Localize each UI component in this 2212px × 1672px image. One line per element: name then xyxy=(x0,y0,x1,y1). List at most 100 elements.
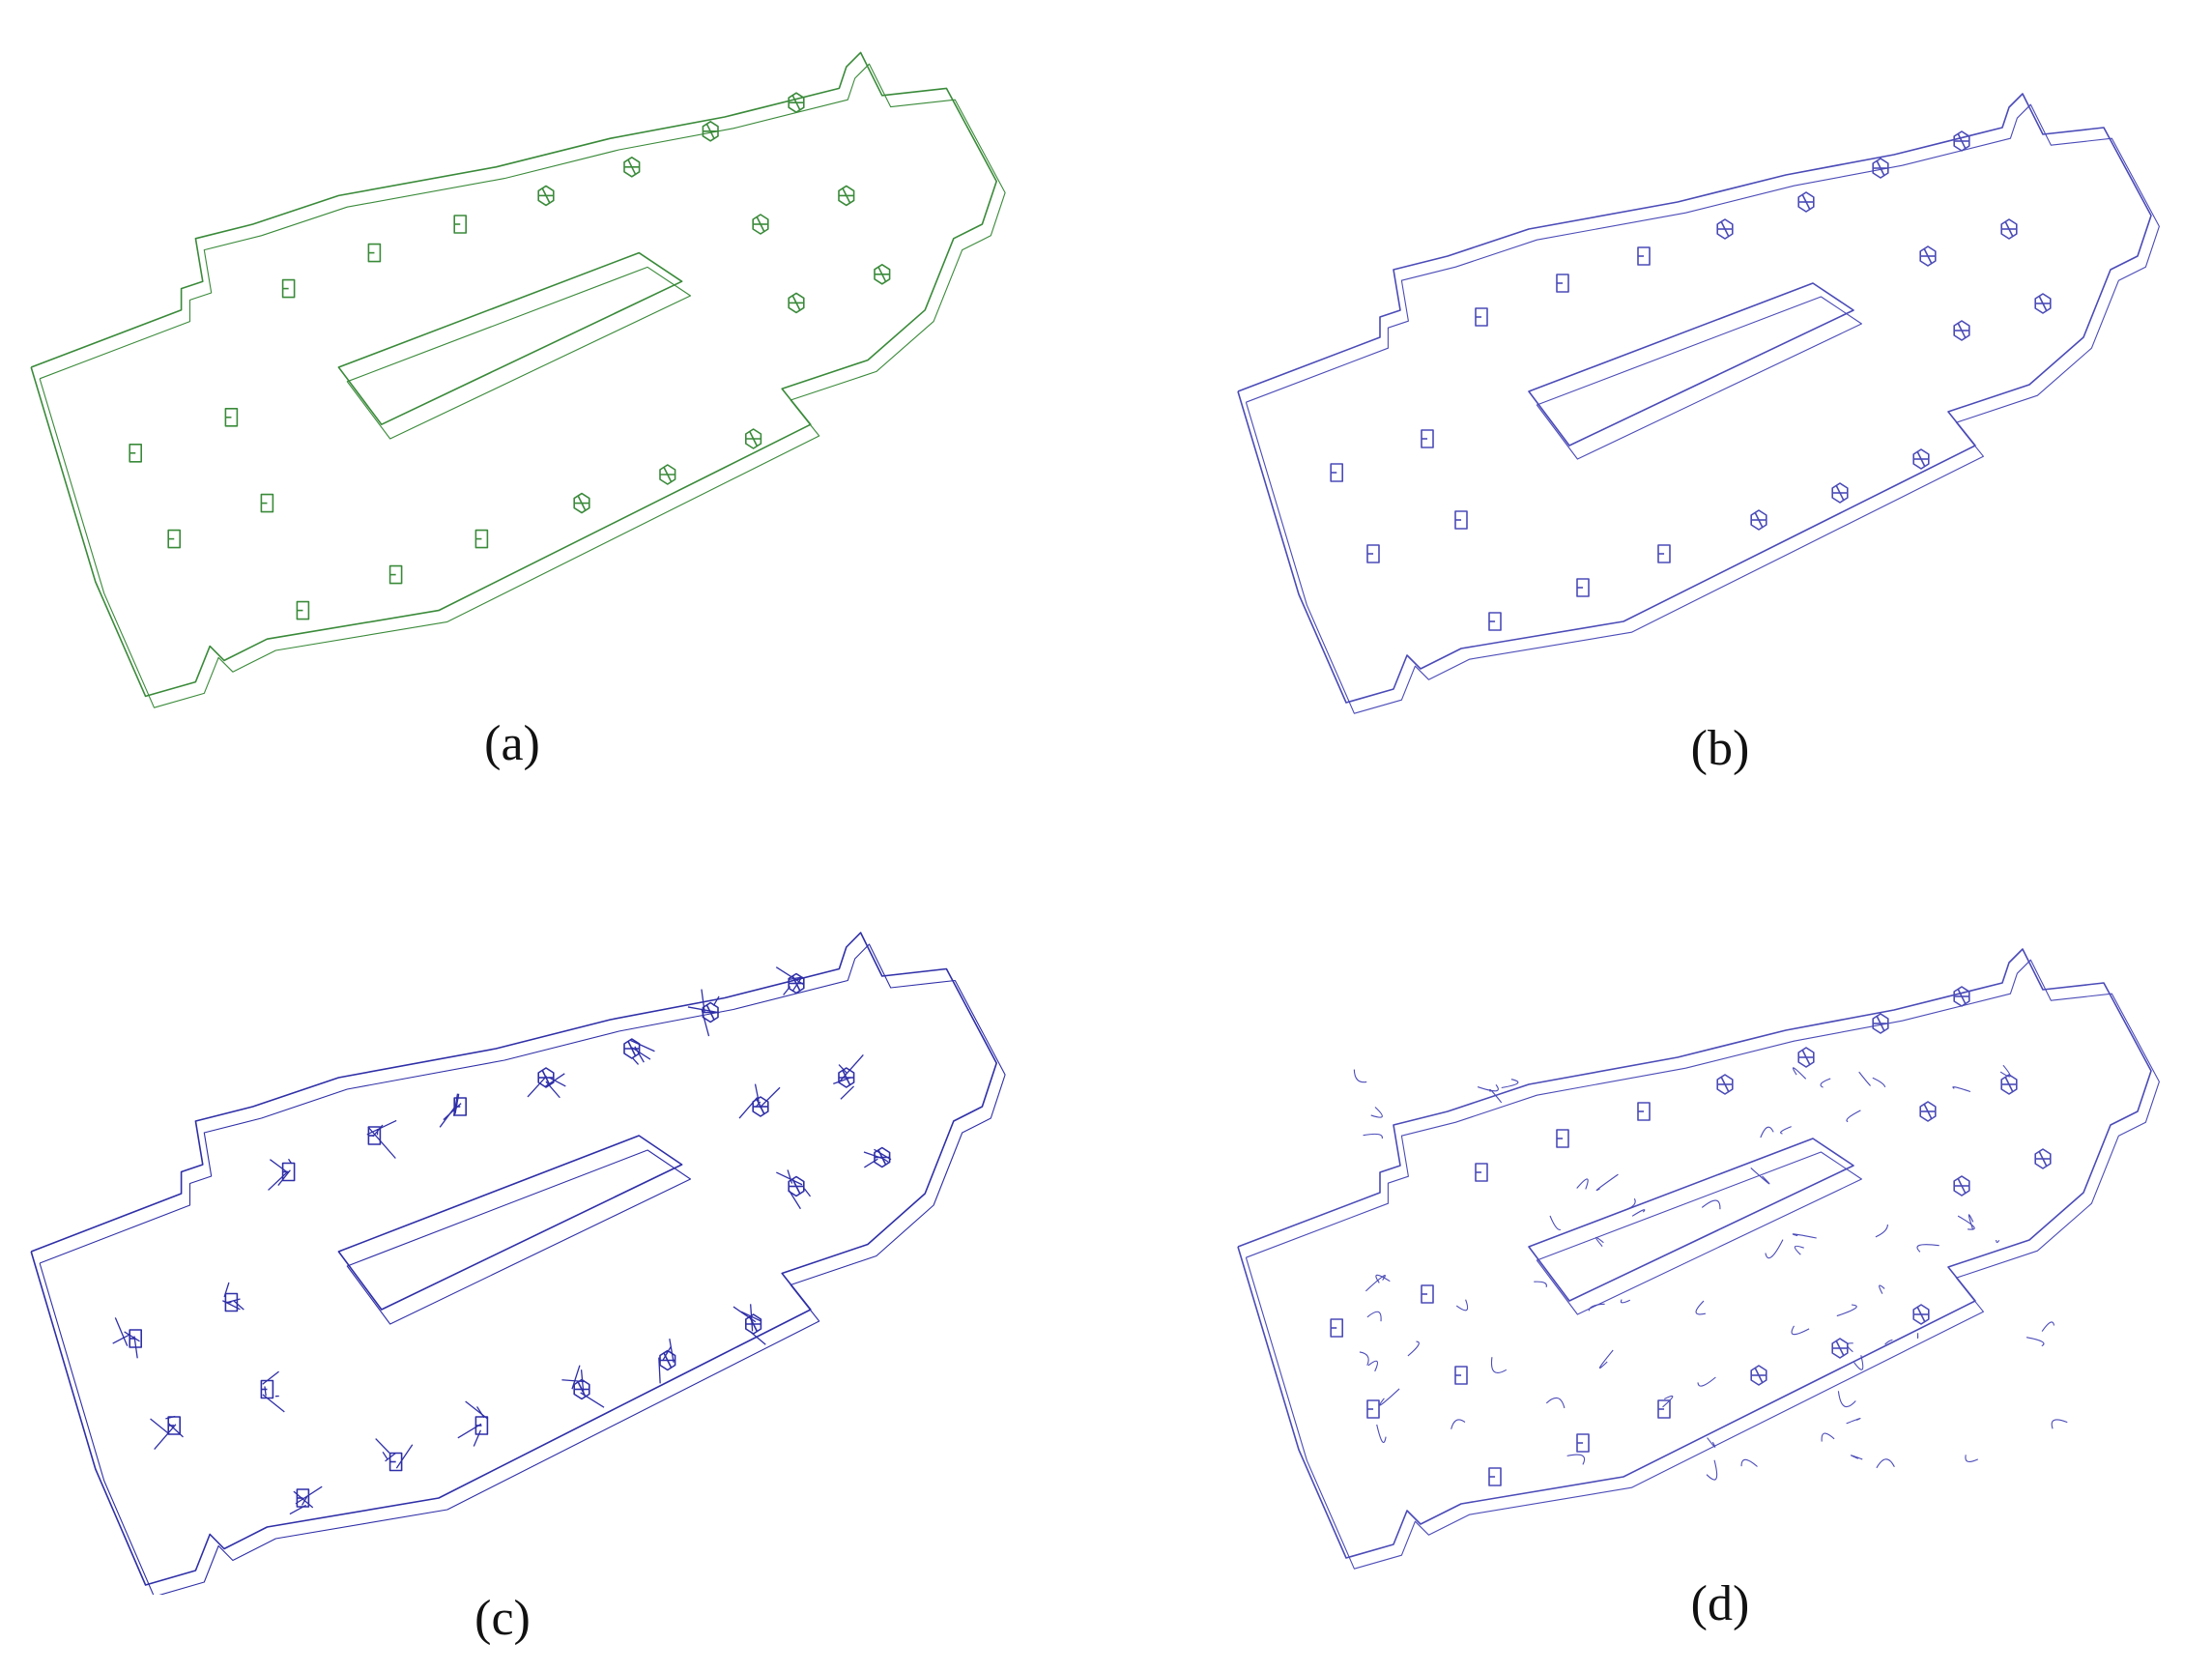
column-edge xyxy=(1801,193,1811,211)
floorplan-c-drawing xyxy=(30,932,1006,1595)
trajectory-curve xyxy=(1367,1360,1379,1372)
hex-column xyxy=(788,972,805,995)
trajectory-curve xyxy=(1353,1069,1367,1083)
noise-stroke xyxy=(548,1077,566,1087)
wireframe-lines xyxy=(30,51,1006,708)
column-edge xyxy=(1720,1076,1730,1093)
noise-stroke xyxy=(789,1190,801,1210)
noise-stroke xyxy=(791,977,802,993)
noise-stroke xyxy=(631,1047,651,1060)
trajectory-curve xyxy=(2041,1321,2055,1332)
trajectory-curve xyxy=(1370,1107,1383,1118)
central-atrium xyxy=(1528,1138,1854,1302)
noise-stroke xyxy=(124,1331,140,1342)
hex-column xyxy=(1750,509,1767,531)
trajectory-curve xyxy=(2051,1419,2068,1429)
noise-stroke xyxy=(863,1151,884,1160)
hex-column xyxy=(1872,1013,1889,1034)
central-atrium-inner xyxy=(346,1149,692,1325)
noise-stroke xyxy=(228,1298,241,1303)
noise-stroke xyxy=(701,1009,710,1037)
hex-column xyxy=(2034,1148,2052,1169)
noise-stroke xyxy=(277,1169,291,1186)
trajectory-curve xyxy=(1566,1454,1586,1465)
noise-stroke xyxy=(439,1103,458,1128)
noise-stroke xyxy=(385,1453,396,1462)
noise-stroke xyxy=(382,1451,388,1459)
trajectory-curve xyxy=(1876,1458,1895,1469)
hex-column xyxy=(623,157,641,178)
noise-stroke xyxy=(287,1158,293,1165)
central-atrium xyxy=(337,251,683,426)
trajectory-curve xyxy=(1872,1077,1886,1088)
trajectory-curve xyxy=(1451,1419,1466,1429)
floorplan-a-drawing xyxy=(30,51,1006,708)
trajectory-curve xyxy=(1952,1086,1971,1093)
hex-column xyxy=(1919,245,1937,267)
hex-column xyxy=(744,428,762,449)
trajectory-curve xyxy=(1916,1244,1939,1253)
noise-stroke xyxy=(133,1336,138,1359)
hex-column xyxy=(1912,1304,1930,1325)
hex-column xyxy=(702,121,719,142)
hex-column xyxy=(1716,218,1734,240)
noise-stroke xyxy=(545,1081,560,1099)
trajectory-curve xyxy=(1534,1281,1547,1288)
trajectory-curve xyxy=(1792,1233,1817,1239)
wireframe-lines xyxy=(1237,948,2160,1570)
outer-wall-inner-edge xyxy=(39,63,1006,708)
hex-column xyxy=(2000,218,2018,240)
floorplan-d-drawing xyxy=(1237,948,2160,1570)
column-edge xyxy=(791,94,801,111)
hex-column xyxy=(659,1349,676,1371)
column-edge xyxy=(1957,988,1967,1005)
caption-a: (a) xyxy=(484,716,540,771)
noise-stroke xyxy=(262,1370,279,1385)
column-edge xyxy=(705,123,715,140)
square-column xyxy=(1330,1318,1343,1338)
outer-wall-inner-edge xyxy=(1245,103,2160,714)
hex-column xyxy=(1797,1047,1815,1068)
trajectory-curve xyxy=(1662,1395,1674,1408)
noise-stroke xyxy=(712,995,720,1006)
noise-stroke xyxy=(262,1394,285,1413)
noise-stroke xyxy=(223,1282,230,1298)
trajectory-curve xyxy=(1996,1239,2000,1243)
hex-column xyxy=(1953,986,1970,1007)
trajectory-curve xyxy=(1588,1303,1605,1312)
column-edge xyxy=(1720,220,1730,238)
noise-stroke xyxy=(787,1169,793,1184)
trajectory-curve xyxy=(1740,1458,1758,1467)
noise-stroke xyxy=(833,1077,851,1085)
column-edge xyxy=(1923,247,1933,265)
noise-stroke xyxy=(293,1490,314,1509)
noise-stroke xyxy=(701,989,705,1014)
noise-stroke xyxy=(658,1357,661,1384)
panel-b-floorplan xyxy=(1218,48,2194,735)
column-edge xyxy=(577,495,587,511)
outer-wall-inner-edge xyxy=(1245,959,2160,1570)
noise-stroke xyxy=(395,1444,414,1469)
trajectory-curve xyxy=(1366,1311,1382,1322)
noise-stroke xyxy=(476,1406,485,1419)
noise-stroke xyxy=(527,1075,548,1098)
noise-stroke xyxy=(561,1379,585,1383)
trajectory-curve xyxy=(1701,1199,1721,1210)
trajectory-curve xyxy=(1379,1388,1400,1406)
noise-stroke xyxy=(233,1300,244,1311)
noise-stroke xyxy=(882,1158,889,1163)
trajectory-curve xyxy=(1794,1245,1804,1255)
panel-d-floorplan xyxy=(1218,908,2194,1585)
trajectory-curve xyxy=(1765,1239,1784,1259)
column-edge xyxy=(2004,220,2014,238)
noise-stroke xyxy=(289,1504,306,1515)
column-edge xyxy=(1835,1340,1845,1357)
trajectory-curve xyxy=(1791,1325,1810,1336)
column-edge xyxy=(2038,1150,2048,1168)
column-edge xyxy=(1754,511,1764,529)
trajectory-curve xyxy=(1576,1178,1589,1190)
trajectory-curve xyxy=(1624,1197,1636,1211)
trajectory-curve xyxy=(1851,1455,1863,1460)
central-atrium-inner xyxy=(1536,296,1862,460)
column-edge xyxy=(663,466,673,483)
